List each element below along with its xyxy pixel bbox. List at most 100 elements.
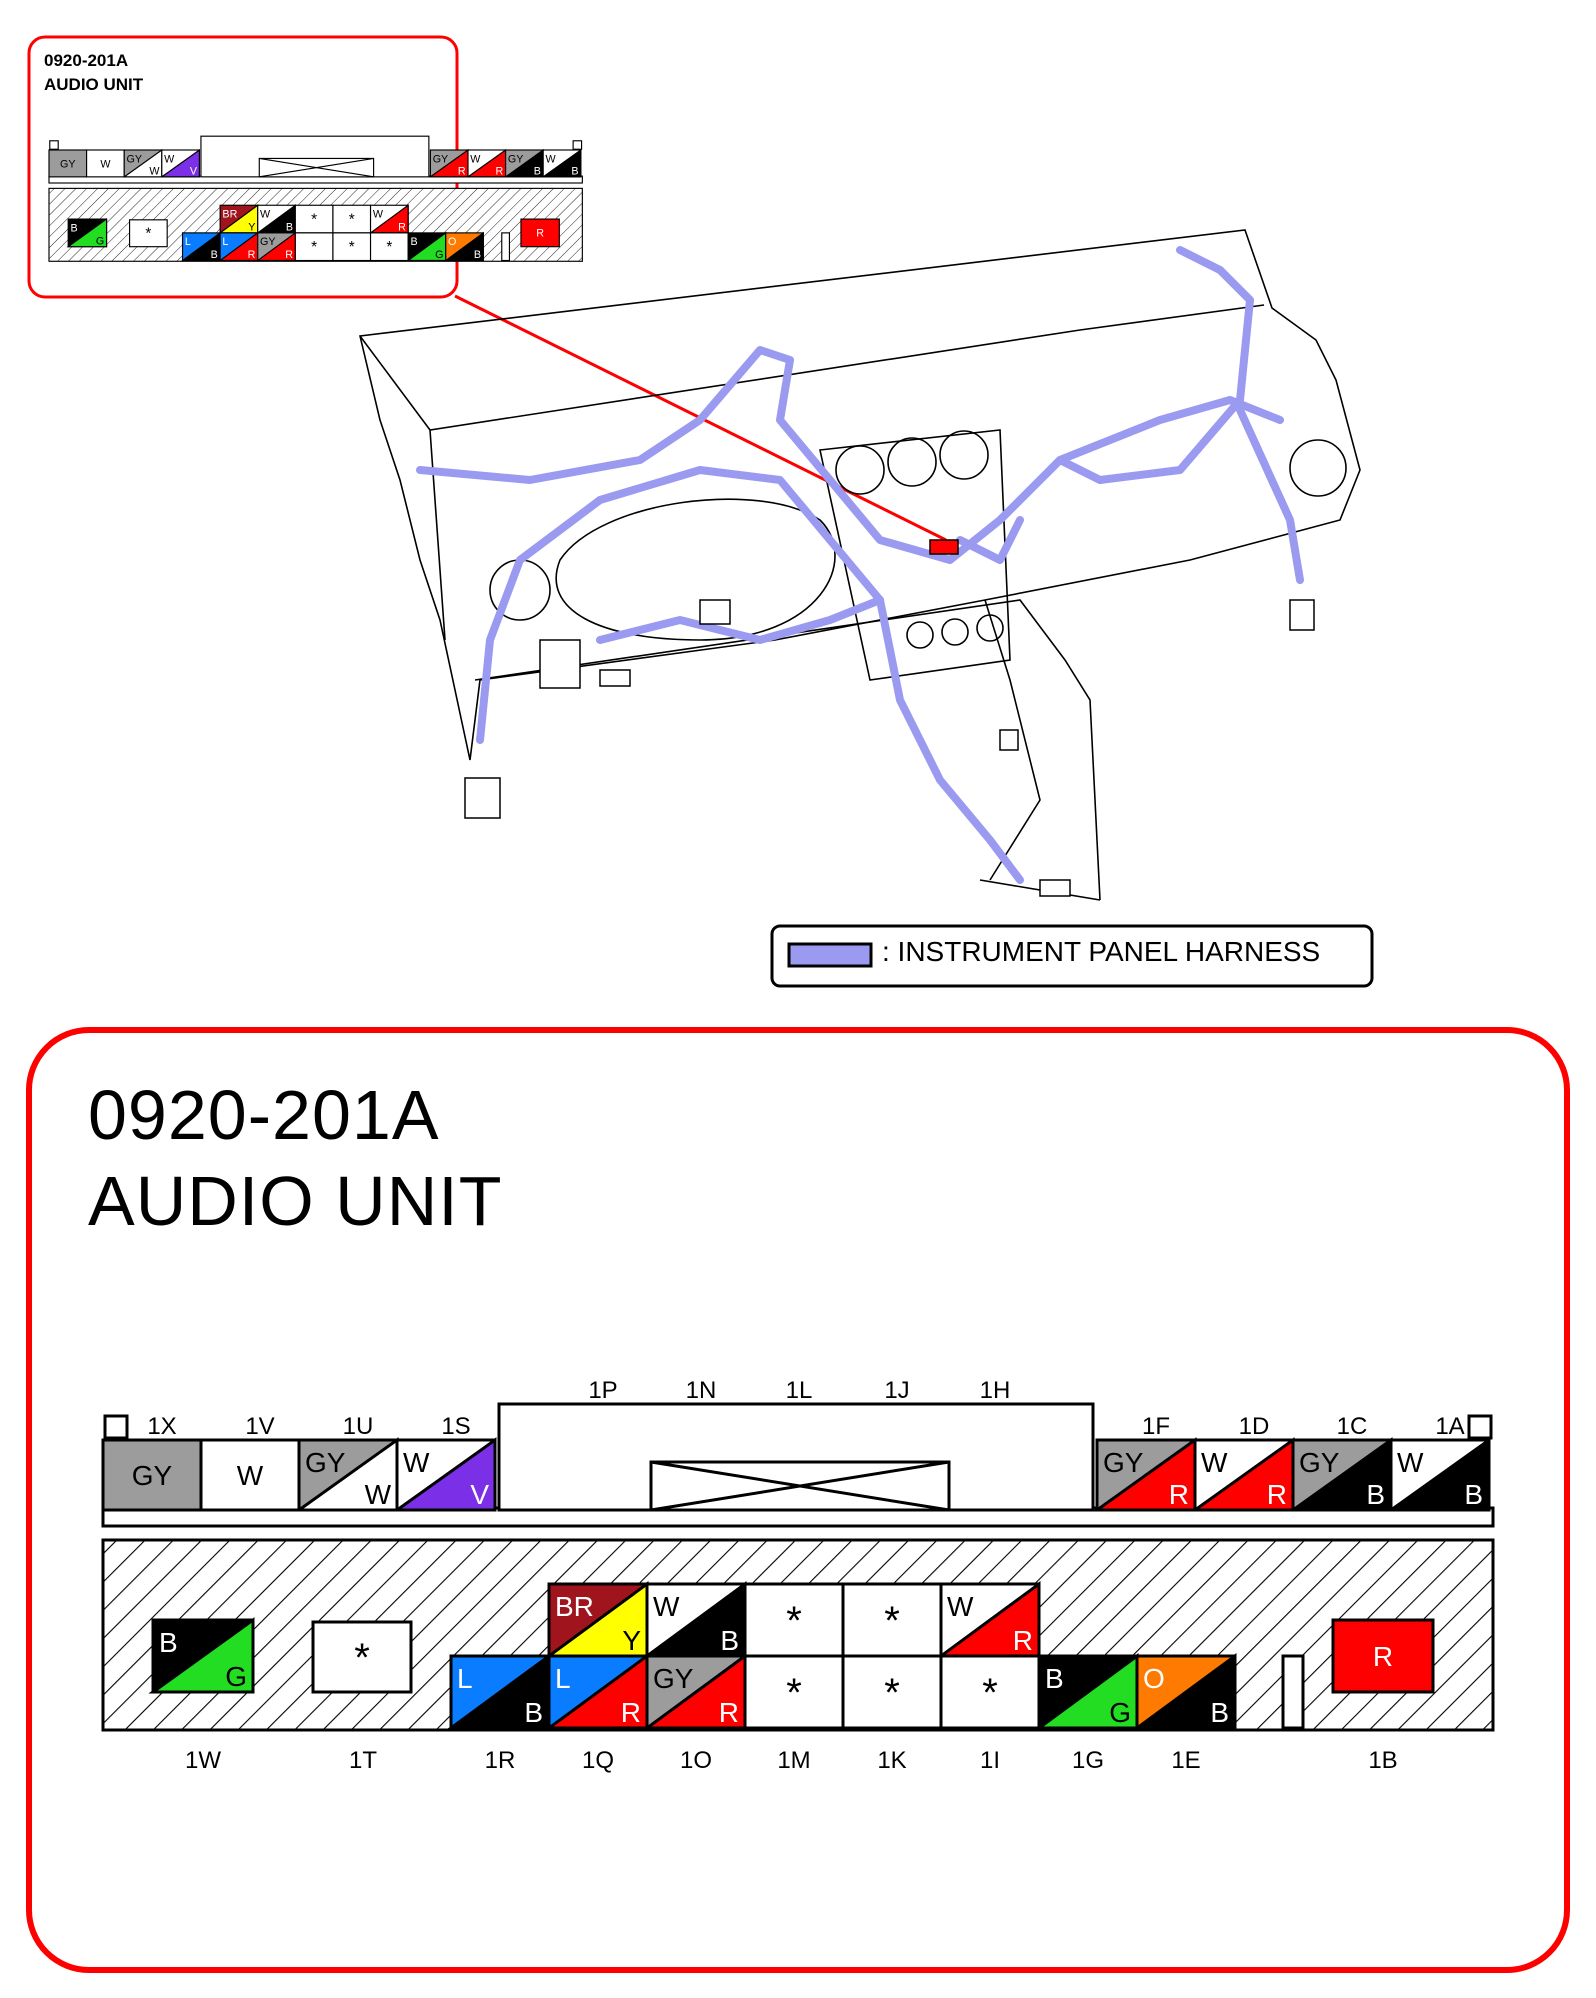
pin-1m-upper: * bbox=[743, 1582, 845, 1658]
pin-1q: LR bbox=[544, 1653, 649, 1730]
pin-1g: BG bbox=[406, 231, 447, 261]
legend-label: : INSTRUMENT PANEL HARNESS bbox=[882, 936, 1321, 967]
pin-1k: * bbox=[841, 1654, 943, 1730]
label-1n: 1N bbox=[686, 1377, 717, 1404]
pin-1d: WR bbox=[466, 148, 507, 178]
pin-1f-main: GY bbox=[1103, 1447, 1144, 1478]
pin-1m-upper: * bbox=[294, 204, 334, 234]
pin-1a-main: W bbox=[1397, 1447, 1424, 1478]
pin-1g-stripe-text: G bbox=[435, 249, 443, 261]
pin-1w: BG bbox=[66, 217, 108, 248]
pin-1f-stripe-text: R bbox=[458, 166, 466, 178]
pin-1b-box bbox=[1331, 1618, 1435, 1694]
pin-1w-stripe-text: G bbox=[96, 235, 104, 247]
bottom-label-1e: 1E bbox=[1171, 1747, 1200, 1774]
pin-1u-main: GY bbox=[127, 153, 143, 165]
pin-1i-upper-main: W bbox=[947, 1591, 974, 1622]
bottom-label-1w: 1W bbox=[185, 1747, 221, 1774]
bottom-label-1q: 1Q bbox=[582, 1747, 614, 1774]
legend-swatch bbox=[787, 942, 873, 968]
pin-1t: * bbox=[311, 1620, 413, 1694]
bottom-label-1t: 1T bbox=[349, 1747, 377, 1774]
pin-1i-box bbox=[369, 232, 409, 262]
pin-1w-stripe-text: G bbox=[225, 1661, 247, 1692]
pin-1o-upper-stripe-text: B bbox=[720, 1625, 739, 1656]
label-1f: 1F bbox=[1142, 1413, 1170, 1440]
pin-1k-upper: * bbox=[841, 1582, 943, 1658]
pin-1t-mark: * bbox=[354, 1636, 370, 1680]
pin-1g-main: B bbox=[1045, 1663, 1064, 1694]
pin-1r-stripe-text: B bbox=[211, 249, 218, 261]
pin-1b: R bbox=[1331, 1618, 1435, 1694]
bottom-label-1b: 1B bbox=[1368, 1747, 1397, 1774]
pin-1u-stripe-text: W bbox=[149, 166, 160, 178]
pin-1m-mark: * bbox=[786, 1671, 802, 1715]
pin-1w-main: B bbox=[70, 222, 77, 234]
pin-1k-upper-mark: * bbox=[884, 1599, 900, 1643]
pin-1d: WR bbox=[1190, 1437, 1295, 1512]
pin-1u-main: GY bbox=[305, 1447, 346, 1478]
bottom-label-1g: 1G bbox=[1072, 1747, 1104, 1774]
label-1p: 1P bbox=[588, 1377, 617, 1404]
pin-1r-stripe-text: B bbox=[524, 1697, 543, 1728]
label-1j: 1J bbox=[884, 1377, 909, 1404]
pin-1r: LB bbox=[180, 231, 221, 261]
pin-1e-stripe-text: B bbox=[1210, 1697, 1229, 1728]
label-1d: 1D bbox=[1239, 1413, 1270, 1440]
pin-1w-main: B bbox=[159, 1627, 178, 1658]
harness-wires bbox=[416, 246, 1304, 884]
pin-1m-upper-box bbox=[743, 1582, 845, 1658]
pin-1k-upper: * bbox=[332, 204, 372, 234]
tab-right bbox=[1467, 1414, 1493, 1440]
tab-right bbox=[572, 140, 583, 150]
pin-1e-stripe bbox=[443, 231, 484, 262]
pin-1e-stripe bbox=[1132, 1653, 1237, 1730]
pin-1c-stripe-text: B bbox=[1366, 1479, 1385, 1510]
pin-1u: GY W bbox=[294, 1437, 399, 1512]
pin-1q-stripe-text: R bbox=[248, 249, 256, 261]
label-1h: 1H bbox=[980, 1377, 1011, 1404]
pin-1c: GYB bbox=[1288, 1437, 1393, 1512]
pin-1i-box bbox=[939, 1654, 1041, 1730]
pin-1x-box bbox=[101, 1438, 203, 1512]
pin-1i: * bbox=[369, 232, 409, 262]
pin-1d-main: W bbox=[470, 153, 481, 165]
pin-1t-mark: * bbox=[145, 226, 151, 243]
pin-1q-main: L bbox=[555, 1663, 571, 1694]
pin-1s: WV bbox=[392, 1437, 497, 1512]
pin-1t-box bbox=[311, 1620, 413, 1694]
pin-1k-box bbox=[332, 232, 372, 262]
pin-1a-stripe bbox=[541, 148, 582, 178]
pin-1f-stripe-text: R bbox=[1169, 1479, 1189, 1510]
pin-1c: GYB bbox=[503, 148, 544, 178]
label-1s: 1S bbox=[441, 1413, 470, 1440]
pin-1a: WB bbox=[541, 148, 582, 178]
pin-1e: OB bbox=[1132, 1653, 1237, 1730]
pin-1s-stripe-text: V bbox=[470, 1479, 489, 1510]
pin-1c-stripe-text: B bbox=[534, 166, 541, 178]
pin-1q: LR bbox=[218, 231, 259, 261]
pin-1u-stripe-text: W bbox=[365, 1479, 392, 1510]
main-code: 0920-201A bbox=[88, 1076, 440, 1154]
legend-box bbox=[770, 924, 1374, 988]
bottom-label-1r: 1R bbox=[485, 1747, 516, 1774]
pin-1w-stripe bbox=[66, 217, 108, 248]
pin-1x-main: GY bbox=[60, 158, 76, 170]
pin-1w: BG bbox=[148, 1617, 255, 1694]
pin-1m: * bbox=[294, 232, 334, 262]
pin-1g-main: B bbox=[410, 236, 417, 248]
pin-1b-main: R bbox=[1373, 1641, 1393, 1672]
bottom-label-1m: 1M bbox=[777, 1747, 810, 1774]
pin-1o-stripe-text: R bbox=[285, 249, 293, 261]
pin-1f: GY R bbox=[1092, 1437, 1197, 1512]
tab-left bbox=[103, 1414, 129, 1440]
pin-1d-main: W bbox=[1201, 1447, 1228, 1478]
bottom-label-1k: 1K bbox=[877, 1747, 906, 1774]
pin-1b-main: R bbox=[536, 228, 544, 240]
pin-1k-upper-mark: * bbox=[349, 211, 355, 228]
pin-1w-stripe bbox=[148, 1617, 255, 1694]
pin-1q-upper: BRY bbox=[218, 204, 259, 234]
